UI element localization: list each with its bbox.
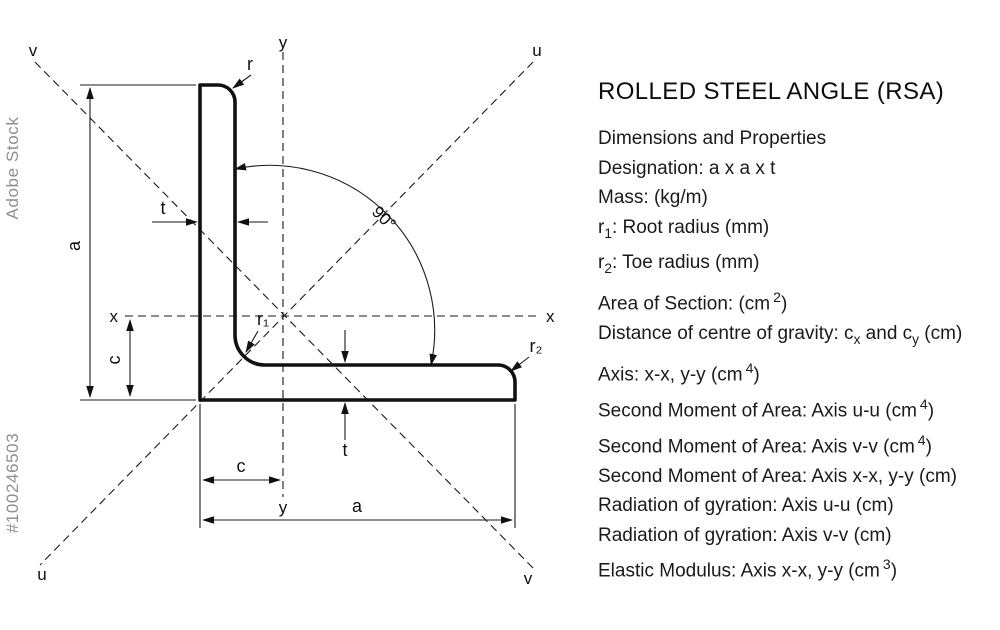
property-line: Mass: (kg/m): [598, 187, 708, 208]
angle-label: 90°: [368, 202, 400, 234]
radius-toe-right-label: r₂: [530, 336, 543, 356]
property-line: r2: Toe radius (mm): [598, 251, 760, 276]
property-line: Radiation of gyration: Axis u-u (cm): [598, 495, 894, 517]
dim-a-horizontal-label: a: [352, 496, 363, 516]
properties-list: Dimensions and Properties Designation: a…: [598, 124, 996, 586]
dim-a-vertical-label: a: [64, 240, 84, 251]
dim-c-horizontal-label: c: [237, 456, 246, 476]
radius-toe-top-label: r: [247, 54, 253, 74]
dim-c-vertical-label: c: [104, 356, 124, 365]
info-panel: ROLLED STEEL ANGLE (RSA) Dimensions and …: [598, 78, 996, 586]
radius-toe-right-leader: [510, 356, 530, 372]
property-line: Designation: a x a x t: [598, 157, 776, 179]
u-axis-label-top: u: [532, 41, 541, 60]
property-line: Radiation of gyration: Axis v-v (cm): [598, 524, 892, 546]
property-line: r1: Root radius (mm): [598, 216, 770, 241]
rsa-cross-section-diagram: v y u x x u y v 90° a c t t c: [29, 33, 555, 588]
angle-profile-outline: [198, 83, 517, 402]
x-axis-label-right: x: [546, 307, 555, 326]
ninety-degree-arc: [234, 162, 438, 366]
v-axis-label-top: v: [29, 41, 38, 60]
radius-root-label: r₁: [257, 309, 269, 329]
property-line: Second Moment of Area: Axis x-x, y-y (cm…: [598, 465, 957, 487]
y-axis-label-bottom: y: [279, 498, 288, 517]
y-axis-label-top: y: [279, 33, 288, 52]
radius-toe-top-leader: [232, 74, 252, 89]
property-line: Distance of centre of gravity: cx and cy…: [598, 322, 963, 347]
x-axis-label-left: x: [110, 307, 119, 326]
property-line: Dimensions and Properties: [598, 128, 827, 149]
radius-root-leader: [245, 330, 259, 353]
dim-t-flange-label: t: [342, 440, 347, 460]
u-axis-label-bottom: u: [37, 565, 46, 584]
v-axis-label-bottom: v: [524, 569, 533, 588]
dim-t-web-label: t: [160, 198, 165, 218]
page-title: ROLLED STEEL ANGLE (RSA): [598, 78, 945, 105]
